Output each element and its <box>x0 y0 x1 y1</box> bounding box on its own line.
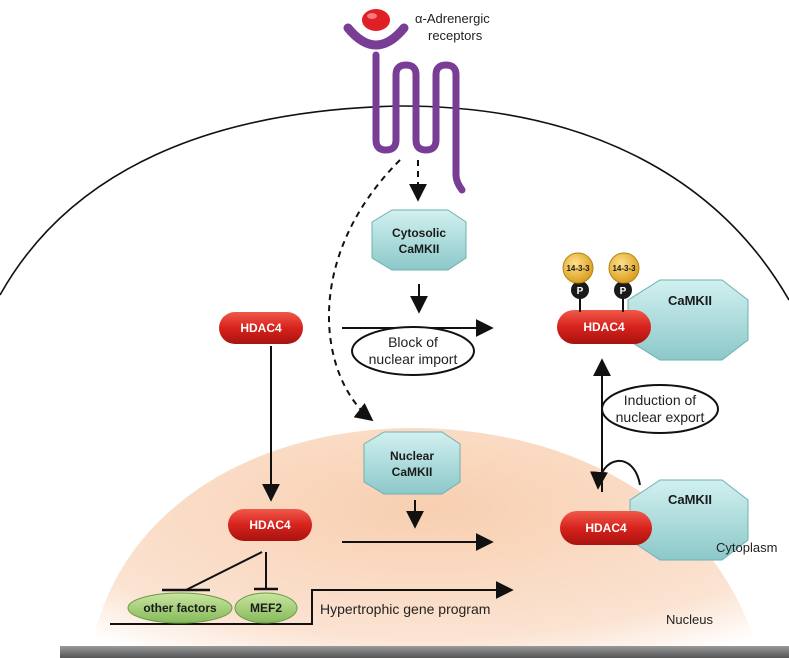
hdac4-cytoplasm-label: HDAC4 <box>240 321 282 335</box>
dashed-arrow-to-nuclear-camkii <box>327 159 401 422</box>
nuclear-camkii: Nuclear CaMKII <box>363 431 461 495</box>
cytosolic-camkii: Cytosolic CaMKII <box>371 209 467 271</box>
induction-export-line1: Induction of <box>624 392 696 408</box>
camkii-nucleus-label: CaMKII <box>668 492 712 507</box>
hdac4-nucleus: HDAC4 <box>228 509 312 541</box>
mef2: MEF2 <box>234 592 298 624</box>
phospho-label-2: P <box>620 286 627 297</box>
nucleus-floor <box>60 646 789 658</box>
other-factors: other factors <box>127 592 233 624</box>
hdac4-camkii-nuclear-complex: CaMKII HDAC4 <box>560 479 749 561</box>
cytosolic-camkii-label-line2: CaMKII <box>399 242 440 256</box>
curved-arrow-camkii-to-hdac4 <box>590 459 641 490</box>
gene-program-arrow <box>110 581 514 625</box>
cytoplasm-label: Cytoplasm <box>716 540 777 555</box>
gene-program-label: Hypertrophic gene program <box>320 601 490 617</box>
phospho-label-1: P <box>577 286 584 297</box>
cytosolic-camkii-label-line1: Cytosolic <box>392 226 446 240</box>
block-import-line1: Block of <box>388 334 438 350</box>
hdac4-nuclear-right-label: HDAC4 <box>585 521 627 535</box>
mef2-label: MEF2 <box>250 601 282 615</box>
other-factors-label: other factors <box>143 601 217 615</box>
receptor-label-line2: receptors <box>428 28 483 43</box>
hdac4-exported-label: HDAC4 <box>583 320 625 334</box>
repression-line-other-factors <box>185 551 263 591</box>
hdac4-nucleus-label: HDAC4 <box>249 518 291 532</box>
block-import-oval <box>351 326 475 376</box>
protein-14-3-3-label-1: 14-3-3 <box>566 264 590 273</box>
receptor-label-line1: α-Adrenergic <box>415 11 490 26</box>
adrenergic-receptor-icon <box>343 9 466 194</box>
induction-export-line2: nuclear export <box>616 409 705 425</box>
camkii-cytoplasm-label: CaMKII <box>668 293 712 308</box>
block-import-line2: nuclear import <box>369 351 458 367</box>
cell-membrane <box>0 105 789 301</box>
induction-export-oval <box>601 384 719 434</box>
phospho-hdac4-complex: CaMKII HDAC4 P P 14-3-3 14-3-3 <box>557 252 749 361</box>
nucleus-label: Nucleus <box>666 612 713 627</box>
protein-14-3-3-label-2: 14-3-3 <box>612 264 636 273</box>
hdac4-cytoplasm: HDAC4 <box>219 312 303 344</box>
nuclear-camkii-label-line1: Nuclear <box>390 449 434 463</box>
nuclear-camkii-label-line2: CaMKII <box>392 465 433 479</box>
